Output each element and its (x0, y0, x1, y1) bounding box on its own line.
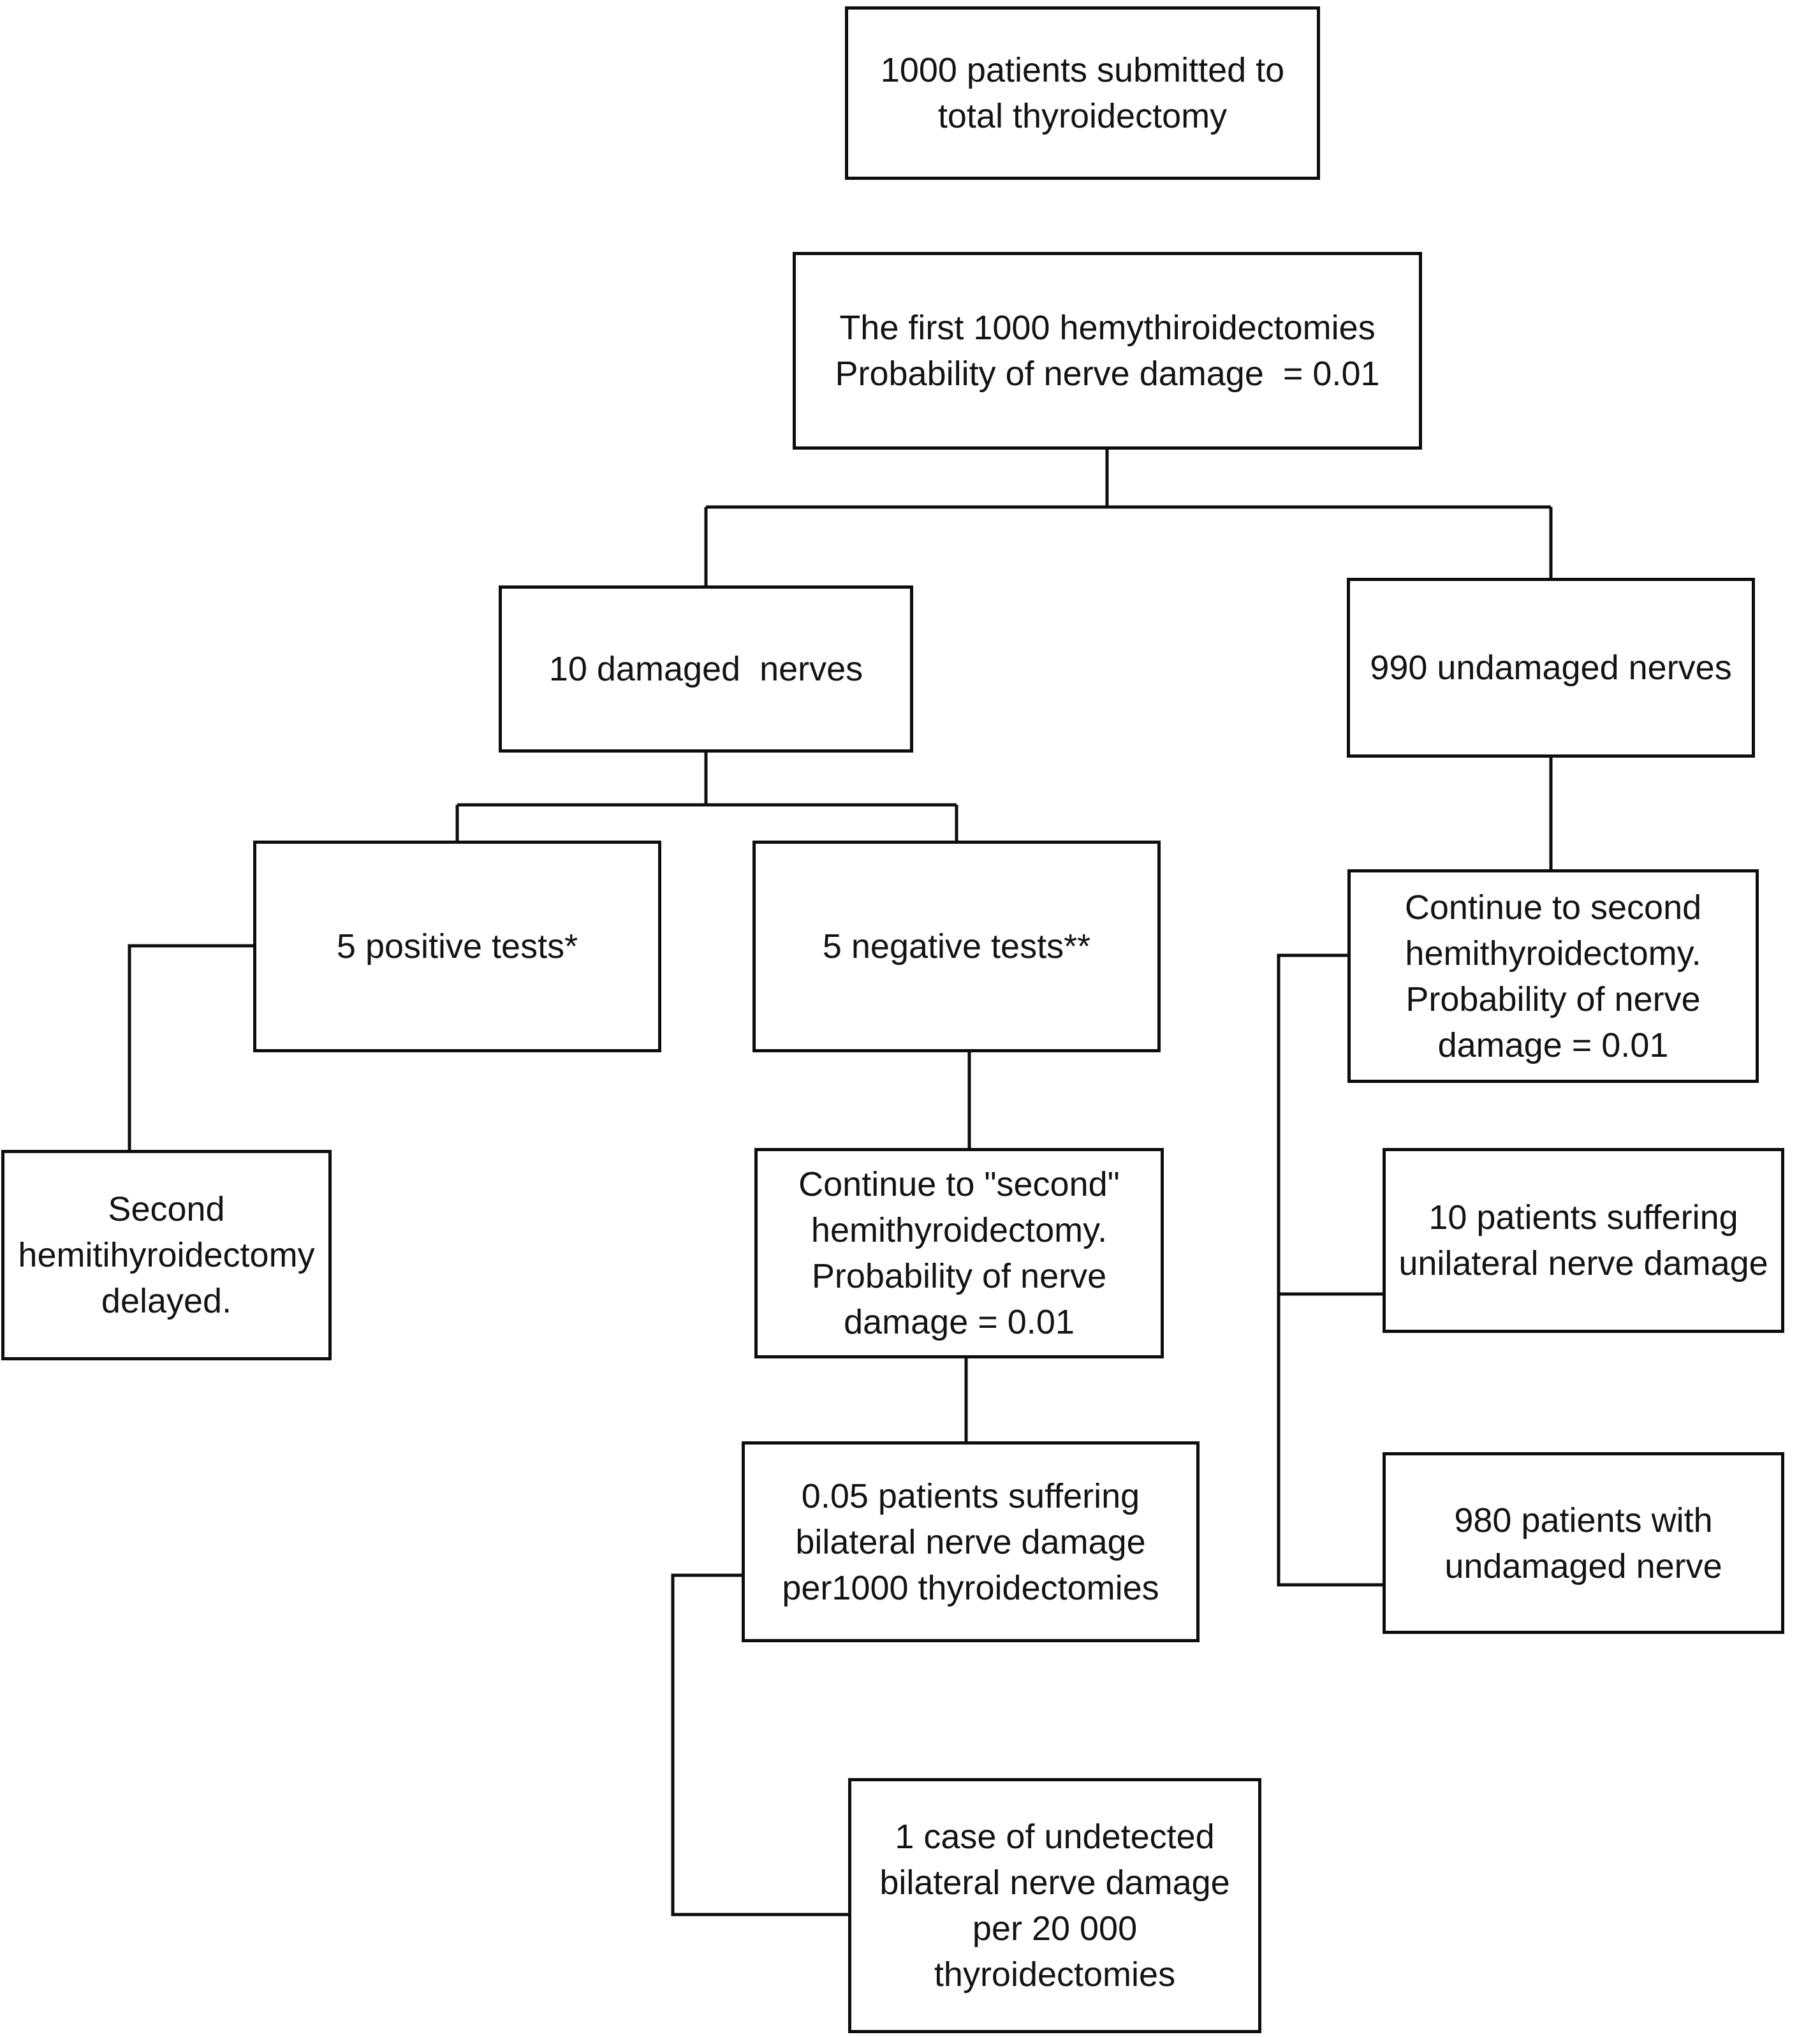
node-text: 1 case of undetected (895, 1818, 1215, 1856)
edge-n11-to-n13 (671, 1573, 848, 1916)
node-bilateral-damage-per-1000: 0.05 patients suffering bilateral nerve … (742, 1441, 1200, 1642)
node-text: delayed. (101, 1282, 232, 1320)
node-text: Continue to "second" (798, 1165, 1120, 1203)
node-damaged-nerves: 10 damaged nerves (499, 585, 913, 753)
node-continue-second-hemithyroidectomy-right: Continue to second hemithyroidectomy. Pr… (1347, 869, 1759, 1083)
node-continue-second-hemithyroidectomy-middle: Continue to "second" hemithyroidectomy. … (754, 1148, 1164, 1358)
edge-n2-to-n3-n4 (704, 450, 1553, 585)
node-positive-tests: 5 positive tests* (253, 841, 661, 1052)
node-unilateral-nerve-damage-patients: 10 patients suffering unilateral nerve d… (1383, 1148, 1784, 1333)
node-text: Second (108, 1190, 225, 1228)
node-text: 1000 patients submitted to (880, 51, 1285, 89)
node-text: total thyroidectomy (937, 97, 1228, 135)
node-text: 10 damaged nerves (548, 650, 863, 688)
node-text: Continue to second (1404, 888, 1702, 927)
edge-n5-to-n8 (128, 944, 253, 1150)
edge-n3-to-n5-n6 (455, 753, 958, 841)
node-negative-tests: 5 negative tests** (752, 841, 1161, 1052)
node-first-1000-hemithyroidectomies: The first 1000 hemythiroidectomies Proba… (793, 252, 1422, 450)
node-total-thyroidectomy-patients: 1000 patients submitted to total thyroid… (845, 6, 1320, 180)
node-text: 0.05 patients suffering (801, 1476, 1140, 1515)
node-undetected-bilateral-per-20000: 1 case of undetected bilateral nerve dam… (848, 1778, 1261, 2033)
node-text: bilateral nerve damage (879, 1864, 1230, 1902)
node-text: The first 1000 hemythiroidectomies (839, 309, 1376, 347)
node-text: Probability of nerve (811, 1257, 1107, 1295)
edge-n7-to-n10-n12 (1277, 953, 1383, 1587)
node-text: 10 patients suffering (1428, 1198, 1738, 1237)
node-text: undamaged nerve (1444, 1547, 1722, 1585)
node-text: Probability of nerve damage = 0.01 (835, 355, 1380, 393)
node-text: 5 negative tests** (822, 927, 1091, 966)
node-second-hemithyroidectomy-delayed: Second hemitihyroidectomy delayed. (1, 1150, 332, 1360)
node-text: thyroidectomies (934, 1955, 1176, 1994)
node-patients-with-undamaged-nerve: 980 patients with undamaged nerve (1383, 1452, 1784, 1634)
node-text: damage = 0.01 (1437, 1026, 1669, 1064)
node-text: hemithyroidectomy. (1405, 934, 1701, 973)
node-text: bilateral nerve damage (795, 1522, 1146, 1561)
node-text: 5 positive tests* (336, 927, 578, 966)
node-text: hemitihyroidectomy (18, 1236, 315, 1274)
node-undamaged-nerves: 990 undamaged nerves (1347, 578, 1755, 758)
node-text: 990 undamaged nerves (1370, 649, 1732, 687)
node-text: damage = 0.01 (844, 1303, 1075, 1341)
node-text: per 20 000 (972, 1909, 1138, 1948)
node-text: hemithyroidectomy. (811, 1211, 1108, 1249)
node-text: unilateral nerve damage (1398, 1244, 1768, 1283)
node-text: per1000 thyroidectomies (782, 1568, 1159, 1607)
node-text: Probability of nerve (1405, 980, 1701, 1018)
node-text: 980 patients with (1454, 1501, 1713, 1540)
